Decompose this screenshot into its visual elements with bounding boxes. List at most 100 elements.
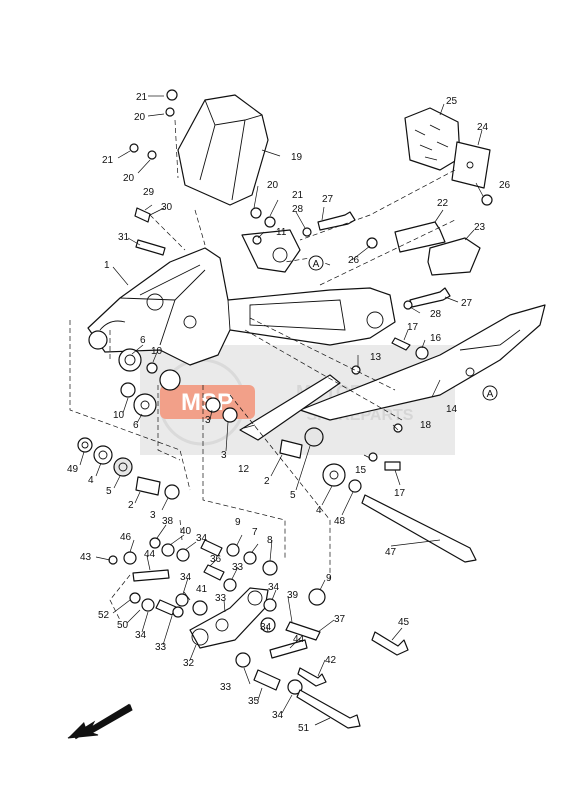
callout-18: 18 (420, 420, 432, 431)
callout-31: 31 (118, 232, 130, 243)
callout-4: 4 (88, 475, 94, 486)
bearing-stack-left (77, 348, 180, 500)
callout-9: 9 (235, 517, 241, 528)
callout-21: 21 (136, 92, 148, 103)
callout-33: 33 (215, 593, 227, 604)
pivot-boss-right (159, 369, 181, 391)
callout-13: 13 (370, 352, 382, 363)
callout-37: 37 (334, 614, 346, 625)
callout-28: 28 (430, 309, 442, 320)
callout-7: 7 (252, 527, 258, 538)
callout-11: 11 (276, 227, 287, 238)
callout-26: 26 (499, 180, 511, 191)
callout-9: 9 (326, 573, 332, 584)
svg-text:A: A (487, 389, 494, 400)
callout-4: 4 (316, 505, 322, 516)
svg-text:A: A (313, 259, 320, 270)
callout-25: 25 (446, 96, 458, 107)
callout-44: 44 (144, 549, 156, 560)
callout-41: 41 (196, 584, 208, 595)
callout-21: 21 (292, 190, 304, 201)
callout-3: 3 (205, 415, 211, 426)
callout-48: 48 (334, 516, 346, 527)
connecting-rod-upper (132, 569, 170, 582)
callout-10: 10 (113, 410, 125, 421)
linkage-hardware (108, 537, 326, 695)
reference-mark-a-upper: A (308, 255, 324, 271)
pivot-shaft (361, 494, 477, 563)
chain-guard-plate (241, 229, 301, 273)
connecting-rod-lower (269, 639, 308, 659)
callout-26: 26 (348, 255, 360, 266)
callout-19: 19 (291, 152, 303, 163)
callout-2: 2 (128, 500, 134, 511)
callout-2: 2 (264, 476, 270, 487)
callout-34: 34 (196, 533, 208, 544)
callout-20: 20 (123, 173, 135, 184)
leader-lines (79, 95, 484, 726)
callout-29: 29 (143, 187, 155, 198)
callout-16: 16 (430, 333, 442, 344)
rubber-block (404, 107, 461, 171)
bracket-cover (427, 237, 481, 276)
callout-20: 20 (267, 180, 279, 191)
bearing-stack-right (205, 397, 362, 493)
callout-33: 33 (220, 682, 232, 693)
bolts (129, 89, 493, 729)
callout-32: 32 (183, 658, 195, 669)
callout-17: 17 (394, 488, 406, 499)
callout-45: 45 (398, 617, 410, 628)
callout-6: 6 (133, 420, 139, 431)
callout-24: 24 (477, 122, 489, 133)
callout-12: 12 (238, 464, 250, 475)
callout-34: 34 (272, 710, 284, 721)
callout-52: 52 (98, 610, 110, 621)
callout-labels: 21 20 21 20 19 20 21 27 28 29 30 31 11 1… (67, 92, 511, 734)
fender-cover (177, 94, 269, 206)
callout-44: 44 (293, 634, 305, 645)
chain-guard (299, 304, 546, 421)
callout-49: 49 (67, 464, 79, 475)
callout-3: 3 (150, 510, 156, 521)
callout-46: 46 (120, 532, 132, 543)
callout-23: 23 (474, 222, 486, 233)
callout-47: 47 (385, 547, 397, 558)
bracket (394, 221, 446, 253)
callout-15: 15 (355, 465, 367, 476)
callout-34: 34 (268, 582, 280, 593)
callout-5: 5 (106, 486, 112, 497)
callout-43: 43 (80, 552, 92, 563)
callout-20: 20 (134, 112, 146, 123)
chain-slider (239, 374, 341, 441)
callout-35: 35 (248, 696, 260, 707)
callout-22: 22 (437, 198, 449, 209)
callout-17: 17 (407, 322, 419, 333)
callout-3: 3 (221, 450, 227, 461)
callout-33: 33 (155, 642, 167, 653)
swingarm (87, 247, 396, 366)
callout-30: 30 (161, 202, 173, 213)
callout-1: 1 (104, 260, 110, 271)
callout-34: 34 (135, 630, 147, 641)
callout-27: 27 (461, 298, 473, 309)
callout-27: 27 (322, 194, 334, 205)
mount-plate (451, 141, 491, 189)
callout-39: 39 (287, 590, 299, 601)
reference-mark-a-lower: A (482, 385, 498, 401)
relay-arm (189, 587, 269, 649)
callout-28: 28 (292, 204, 304, 215)
callout-10: 10 (151, 346, 163, 357)
callout-14: 14 (446, 404, 458, 415)
callout-34: 34 (180, 572, 192, 583)
callout-5: 5 (290, 490, 296, 501)
callout-36: 36 (210, 554, 222, 565)
callout-38: 38 (162, 516, 174, 527)
callout-33: 33 (232, 562, 244, 573)
callout-34: 34 (260, 622, 272, 633)
callout-8: 8 (267, 535, 273, 546)
pivot-boss-left (88, 330, 108, 350)
callout-40: 40 (180, 526, 192, 537)
callout-50: 50 (117, 620, 129, 631)
callout-42: 42 (325, 655, 337, 666)
